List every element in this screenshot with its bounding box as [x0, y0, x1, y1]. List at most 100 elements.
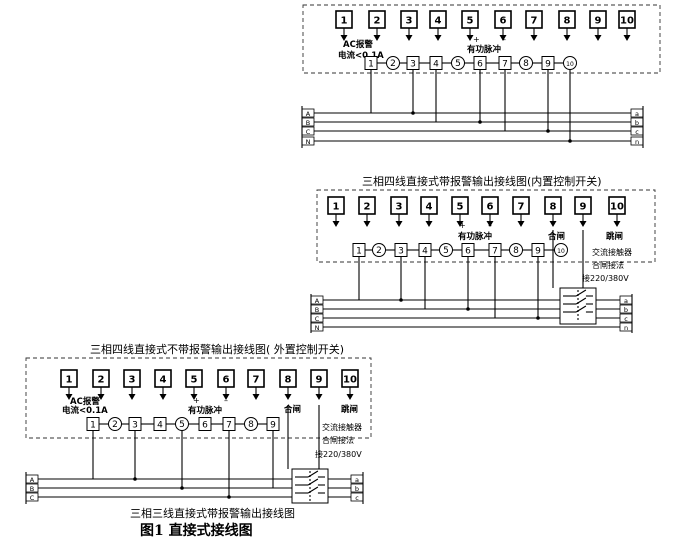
- d1-top-3-label: 3: [406, 16, 413, 27]
- d2-top-2-label: 2: [364, 202, 371, 213]
- d1-bot-6-label: 6: [477, 60, 483, 70]
- d2-j3: [536, 316, 540, 320]
- d2-bot-10-circle: [554, 243, 568, 257]
- d1-bot-9-label: 9: [545, 60, 551, 70]
- d3-top-1-arrow: [65, 394, 73, 400]
- caption-diagram-2: 三相四线直接式带报警输出接线图(内置控制开关): [362, 175, 602, 188]
- d1-bot-10-circle: [563, 56, 577, 70]
- d2-top-8-label: 8: [550, 202, 557, 213]
- d3-top-1-label: 1: [66, 375, 73, 386]
- d1-bot-1-label: 1: [368, 60, 374, 70]
- d3-bot-5-circle: [175, 417, 189, 431]
- d3-top-10-label: 10: [343, 375, 357, 386]
- d2-top-5-arrow: [456, 221, 464, 227]
- d1-bot-7-box: [498, 56, 512, 70]
- d2-top-6-label: 6: [487, 202, 494, 213]
- d3-top-4-arrow: [159, 394, 167, 400]
- d1-bot-10-label: 10: [566, 61, 574, 68]
- d2-minus: –: [488, 221, 492, 230]
- d3-close: 合闸: [283, 404, 301, 415]
- d1-j2: [478, 120, 482, 124]
- d1-top-1-label: 1: [341, 16, 348, 27]
- d1-bus-right-label-2: c: [635, 128, 639, 136]
- caption-diagram-4: 三相三线直接式带报警输出接线图: [130, 507, 295, 520]
- d2-j2: [466, 307, 470, 311]
- d3-top-6-label: 6: [223, 375, 230, 386]
- d3-top-4-label: 4: [160, 375, 167, 386]
- d2-top-3-arrow: [395, 221, 403, 227]
- d1-bot-9-box: [541, 56, 555, 70]
- d3-j3: [227, 495, 231, 499]
- d3-top-7-arrow: [252, 394, 260, 400]
- d1-bus-left-label-2: C: [306, 128, 311, 136]
- d2-top-8-arrow: [549, 221, 557, 227]
- d3-bot-2-circle: [108, 417, 122, 431]
- d3-bot-8-circle: [244, 417, 258, 431]
- figure-caption: 图1 直接式接线图: [140, 523, 253, 539]
- d1-dashed-frame: [302, 4, 661, 74]
- d3-minus: –: [224, 396, 228, 405]
- d3-top-9-label: 9: [316, 375, 323, 386]
- d1-top-2-arrow: [373, 35, 381, 41]
- d1-bot-7-label: 7: [502, 60, 508, 70]
- d3-top-2-label: 2: [98, 375, 105, 386]
- d2-bus-right-label-1: b: [624, 306, 628, 314]
- d3-bot-1-box: [86, 417, 100, 431]
- d3-bot-3-box: [128, 417, 142, 431]
- d1-pulse: 有功脉冲: [467, 44, 502, 55]
- d3-top-9-arrow: [315, 394, 323, 400]
- d2-bus-right-label-0: a: [624, 297, 628, 305]
- d1-bot-2-label: 2: [390, 59, 396, 69]
- d1-top-8-label: 8: [564, 16, 571, 27]
- d2-top-4-label: 4: [426, 202, 433, 213]
- d2-bot-4-box: [418, 243, 432, 257]
- d1-top-1-arrow: [340, 35, 348, 41]
- d2-bot-5-circle: [439, 243, 453, 257]
- d2-top-9-label: 9: [580, 202, 587, 213]
- d2-top-2-arrow: [363, 221, 371, 227]
- d1-bus-left-label-3: N: [306, 138, 311, 146]
- d2-trip: 跳闸: [606, 231, 623, 242]
- d2-voltage: 接220/380V: [582, 273, 629, 283]
- d2-bot-2-label: 2: [376, 246, 382, 256]
- d3-contactor-label: 交流接触器: [322, 422, 362, 432]
- d2-bot-3-box: [394, 243, 408, 257]
- d3-top-6-arrow: [222, 394, 230, 400]
- d1-j1: [411, 111, 415, 115]
- d2-top-1-arrow: [332, 221, 340, 227]
- d3-pulse: 有功脉冲: [188, 405, 223, 416]
- d1-top-10-label: 10: [620, 16, 634, 27]
- d2-contactor-label: 交流接触器: [592, 247, 632, 257]
- d2-top-7-label: 7: [518, 202, 525, 213]
- d1-top-4-label: 4: [435, 16, 442, 27]
- caption-diagram-3: 三相四线直接式不带报警输出接线图( 外置控制开关): [90, 343, 345, 356]
- d3-bot-8-label: 8: [248, 420, 254, 430]
- d1-bot-8-label: 8: [523, 59, 529, 69]
- d3-bus-right-label-0: a: [355, 476, 359, 484]
- d2-j1: [399, 298, 403, 302]
- d3-bot-6-label: 6: [202, 421, 208, 431]
- d1-top-7-label: 7: [531, 16, 538, 27]
- d1-bot-8-circle: [519, 56, 533, 70]
- d1-plus: +: [473, 35, 480, 44]
- d2-bot-4-label: 4: [422, 247, 428, 257]
- d1-top-8-arrow: [563, 35, 571, 41]
- d2-bus-right-label-3: n: [624, 324, 628, 332]
- d1-top-5-label: 5: [467, 16, 474, 27]
- d3-bot-7-box: [222, 417, 236, 431]
- d2-dashed-frame: [316, 189, 656, 263]
- d1-top-9-label: 9: [595, 16, 602, 27]
- d1-bot-4-label: 4: [433, 60, 439, 70]
- d2-top-5-label: 5: [457, 202, 464, 213]
- d2-top-1-label: 1: [333, 202, 340, 213]
- d2-plus: +: [459, 221, 466, 230]
- d3-top-2-arrow: [97, 394, 105, 400]
- d2-bot-5-label: 5: [443, 246, 449, 256]
- d1-bus-left-label-0: A: [306, 110, 311, 118]
- d2-bus-left-label-0: A: [315, 297, 320, 305]
- d1-bot-3-label: 3: [410, 60, 416, 70]
- d1-top-4-arrow: [434, 35, 442, 41]
- d3-top-5-arrow: [190, 394, 198, 400]
- d2-bot-2-circle: [372, 243, 386, 257]
